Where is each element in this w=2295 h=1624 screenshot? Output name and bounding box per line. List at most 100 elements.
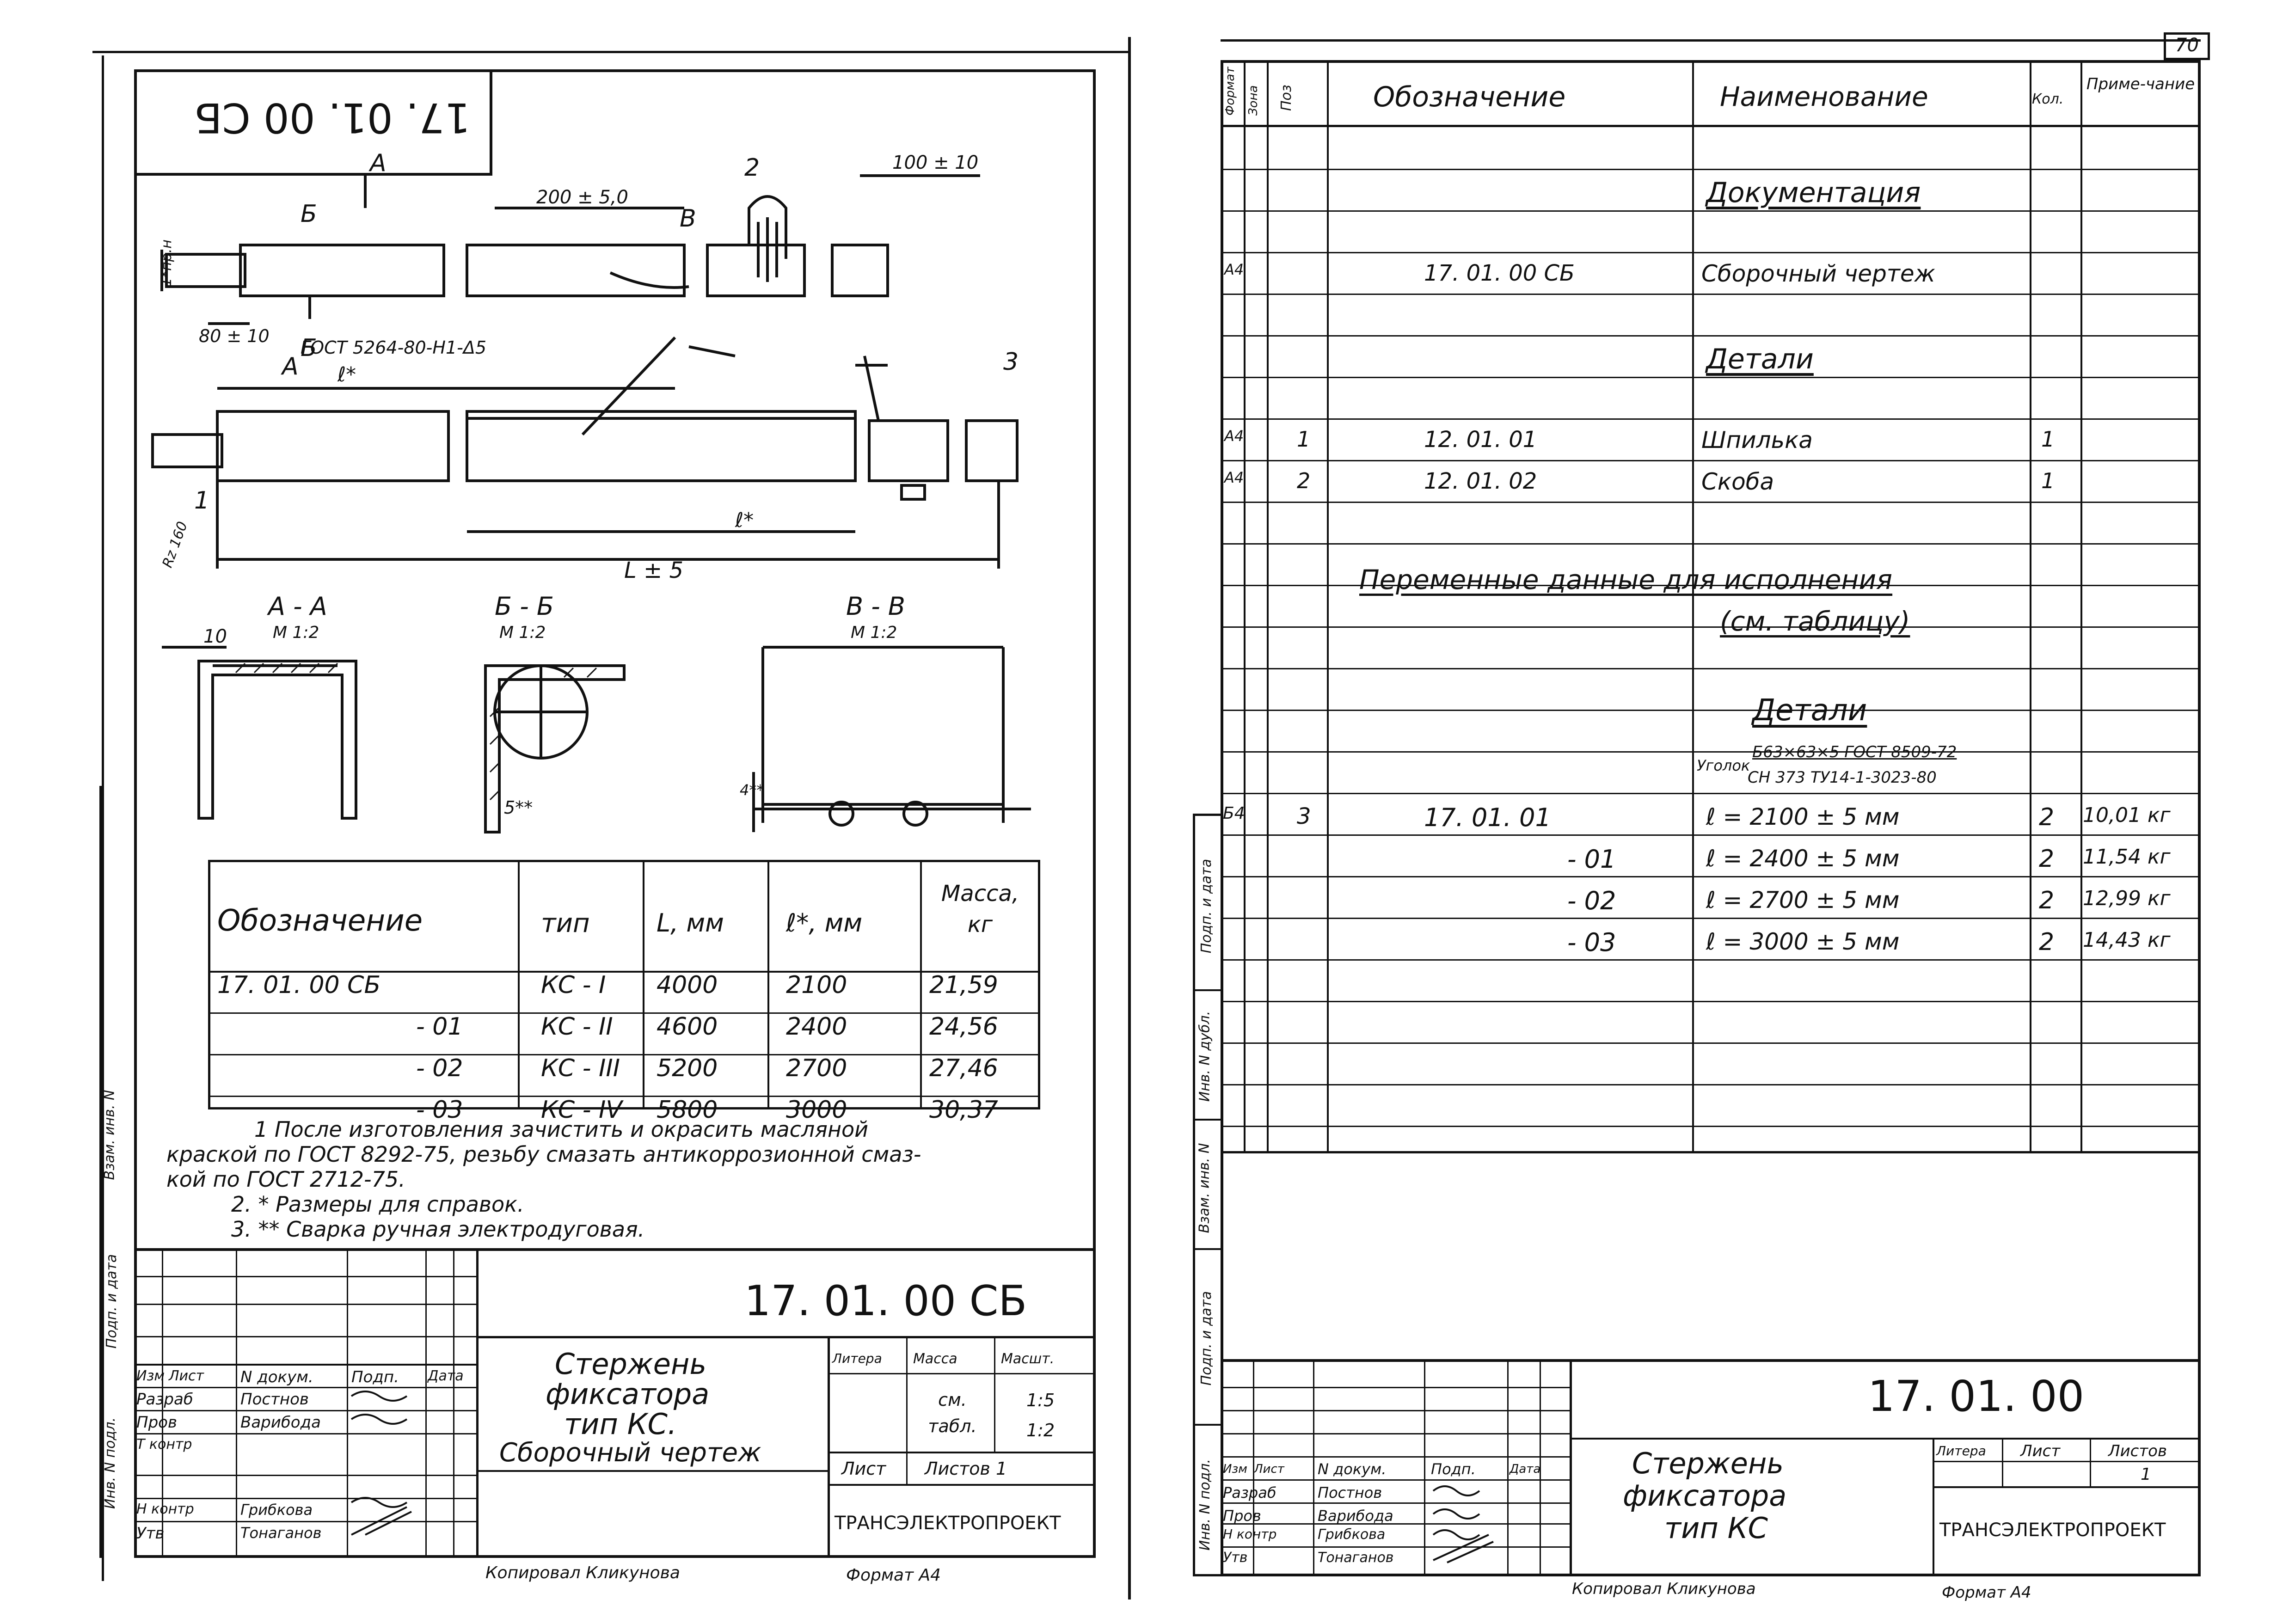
right-stamp-title-3: тип КС	[1664, 1511, 1768, 1545]
left-stamp-col-sign: Подп.	[351, 1368, 399, 1386]
right-stamp-title-1: Стержень	[1632, 1446, 1784, 1480]
right-stamp-col-date: Дата	[1510, 1462, 1541, 1476]
right-stamp-signatures	[1432, 1485, 1494, 1563]
gost-weld-label: ГОСТ 5264-80-Н1-Δ5	[301, 337, 486, 358]
right-stamp-col-doc: N докум.	[1318, 1460, 1387, 1478]
spec-cell-des: 17. 01. 00 СБ	[1424, 260, 1575, 286]
variants-table-cell: 2100	[786, 971, 847, 999]
parts-cell-des: - 01	[1567, 845, 1616, 874]
left-stamp-title-4: Сборочный чертеж	[499, 1438, 761, 1468]
assembly-drawing: 200 ± 5,0 100 ± 10 80 ± 10 ГОСТ 5264-80-…	[151, 149, 1031, 833]
left-stamp-col-doc: N докум.	[240, 1368, 313, 1386]
dim-4-label: 4**	[740, 781, 764, 799]
section-bb-scale: М 1:2	[499, 623, 546, 642]
right-copied-by: Копировал Кликунова	[1572, 1580, 1756, 1598]
note-line-3: кой по ГОСТ 2712-75.	[166, 1167, 405, 1192]
variants-table-cell: - 01	[416, 1013, 463, 1041]
parts-cell-des: - 02	[1567, 886, 1616, 915]
section-v-label: В	[680, 205, 696, 233]
sheet-divider	[1128, 37, 1131, 1599]
callout-3: 3	[1003, 348, 1019, 376]
page-number-box	[2164, 32, 2210, 60]
left-stamp-name-1: Варибода	[240, 1413, 321, 1432]
left-stamp-role-4: Н контр	[136, 1501, 194, 1517]
spec-cell-des: 12. 01. 02	[1424, 468, 1537, 494]
rotated-code-box	[134, 69, 492, 176]
right-stamp-org: ТРАНСЭЛЕКТРОПРОЕКТ	[1939, 1520, 2166, 1541]
variants-table-cell: 27,46	[929, 1054, 998, 1082]
left-stamp-org: ТРАНСЭЛЕКТРОПРОЕКТ	[835, 1513, 1061, 1534]
spec-cell-name: Сборочный чертеж	[1701, 260, 1935, 287]
variants-table-cell: 24,56	[929, 1013, 998, 1041]
section-bb-label: Б - Б	[495, 592, 554, 621]
dim-10-label: 10	[203, 626, 227, 647]
notes-block: 1 После изготовления зачистить и окрасит…	[166, 1119, 1091, 1240]
section-a-label: А	[368, 149, 387, 177]
variants-table-cell: 30,37	[929, 1096, 998, 1124]
left-stamp-grid	[134, 1248, 476, 1558]
left-side-label-3: Инв. N подл.	[102, 1417, 119, 1509]
table-header-l: ℓ*, мм	[786, 908, 863, 938]
spec-header-name: Наименование	[1720, 81, 1928, 112]
right-side-label-1: Подп. и дата	[1198, 858, 1215, 954]
parts-cell-qty: 2	[2039, 845, 2055, 873]
left-stamp-name-0: Постнов	[240, 1390, 309, 1409]
section-aa-label: А - А	[267, 592, 327, 621]
dim-100-label: 100 ± 10	[892, 152, 978, 173]
ugolok-spec-2: СН 373 ТУ14-1-3023-80	[1748, 768, 1937, 787]
variants-table-cell: КС - IV	[541, 1096, 622, 1124]
right-side-label-3: Взам. инв. N	[1196, 1143, 1213, 1233]
parts-cell-name: ℓ = 2100 ± 5 мм	[1706, 803, 1900, 830]
left-stamp-col-date: Дата	[428, 1368, 464, 1384]
left-stamp-scale-1: 1:5	[1026, 1390, 1055, 1410]
variants-table-cell: 3000	[786, 1096, 847, 1124]
dim-200-label: 200 ± 5,0	[536, 187, 628, 208]
left-stamp-col-izm: Изм	[136, 1368, 165, 1384]
ugolok-spec-1: Б63×63×5 ГОСТ 8509-72	[1752, 743, 1957, 761]
left-stamp-litera: Литера	[832, 1351, 882, 1366]
right-stamp-role-4: Утв	[1223, 1550, 1248, 1566]
parts-cell-qty: 2	[2039, 887, 2055, 914]
right-stamp-sheets: Листов	[2108, 1442, 2167, 1460]
note-line-2: краской по ГОСТ 8292-75, резьбу смазать …	[166, 1142, 921, 1167]
right-stamp-sheet: Лист	[2020, 1442, 2061, 1460]
spec-header-pos: Поз	[1278, 85, 1295, 111]
callout-1: 1	[194, 487, 209, 515]
table-header-mass: Масса, кг	[941, 881, 1019, 938]
variants-table-cell: КС - I	[541, 971, 606, 999]
spec-cell-des: 12. 01. 01	[1424, 427, 1537, 453]
right-stamp-role-1: Пров	[1223, 1507, 1261, 1525]
left-stamp-title-2: фиксатора	[546, 1377, 710, 1411]
spec-cell-fmt: А4	[1224, 469, 1244, 486]
spec-cell-pos: 2	[1297, 468, 1311, 493]
variants-table-cell: 4600	[657, 1013, 718, 1041]
variants-table-cell: КС - II	[541, 1013, 613, 1041]
spec-header-zone: Зона	[1246, 85, 1260, 116]
parts-cell-pos: 3	[1297, 803, 1311, 829]
dim-5-label: 5**	[504, 797, 533, 818]
left-copied-by: Копировал Кликунова	[485, 1563, 680, 1582]
left-stamp-code: 17. 01. 00 СБ	[744, 1277, 1027, 1325]
variants-table-cell: 4000	[657, 971, 718, 999]
dim-l-star-label-2: ℓ*	[735, 509, 754, 532]
spec-header-note: Приме-чание	[2086, 75, 2195, 93]
right-stamp-litera: Литера	[1936, 1443, 1986, 1459]
left-stamp-role-0: Разраб	[136, 1390, 193, 1409]
left-stamp-title-1: Стержень	[555, 1347, 706, 1381]
section-a-label-2: А	[281, 353, 299, 380]
table-header-type: тип	[541, 908, 590, 938]
spec-cell-fmt: А4	[1224, 261, 1244, 278]
spec-header-designation: Обозначение	[1373, 81, 1566, 113]
left-stamp-mass-val: см. табл.	[928, 1390, 977, 1436]
left-stamp-name-4: Грибкова	[240, 1501, 313, 1519]
note-line-1: 1 После изготовления зачистить и окрасит…	[254, 1117, 869, 1142]
parts-cell-qty: 2	[2039, 803, 2055, 831]
variable-data-line1: Переменные данные для исполнения	[1359, 564, 1893, 595]
left-format: Формат А4	[846, 1566, 941, 1585]
variable-data-line2: (см. таблицу)	[1720, 606, 1910, 637]
left-stamp-name-5: Тонаганов	[240, 1524, 322, 1542]
right-stamp-name-1: Варибода	[1318, 1507, 1393, 1525]
variants-table-cell: 5800	[657, 1096, 718, 1124]
dim-L5-label: L ± 5	[624, 558, 683, 583]
variants-table-cell: 2700	[786, 1054, 847, 1082]
